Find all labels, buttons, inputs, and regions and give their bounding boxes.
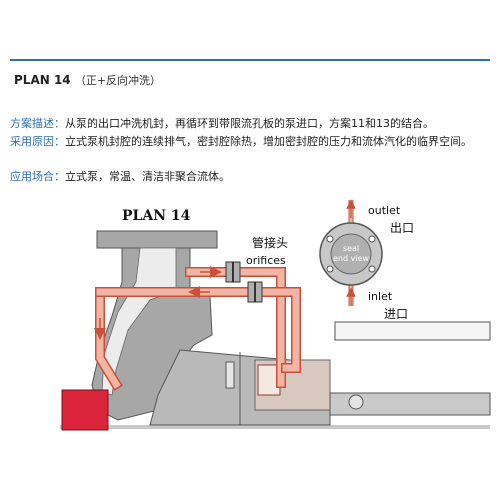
application-key: 应用场合：	[10, 170, 65, 183]
inlet-en-label: inlet	[368, 290, 393, 303]
header-divider	[10, 59, 490, 61]
outlet-en-label: outlet	[368, 204, 401, 217]
orifice-fitting	[247, 281, 263, 303]
plan-subtitle: （正+反向冲洗）	[74, 74, 162, 87]
discharge-flange	[96, 230, 218, 249]
orifice-fitting	[225, 261, 241, 283]
reason-line: 采用原因：立式泵机封腔的连续排气，密封腔除热，增加密封腔的压力和流体汽化的临界空…	[10, 133, 490, 150]
bolt-icon	[368, 265, 376, 273]
plan-title: PLAN 14	[14, 73, 71, 87]
reason-text: 立式泵机封腔的连续排气，密封腔除热，增加密封腔的压力和流体汽化的临界空间。	[65, 135, 472, 148]
bolt-icon	[326, 265, 334, 273]
description-key: 方案描述：	[10, 117, 65, 130]
page-title: PLAN 14 （正+反向冲洗）	[14, 72, 161, 88]
pump-base-plate	[60, 425, 490, 429]
shaft-housing	[334, 321, 491, 341]
outlet-cn-label: 出口	[390, 221, 414, 235]
orifices-cn-label: 管接头	[252, 235, 288, 250]
orifices-en-label: orifices	[246, 254, 286, 267]
pump-shaft	[329, 392, 491, 416]
pump-inlet-red	[61, 389, 109, 431]
inlet-cn-label: 进口	[384, 307, 408, 321]
application-text: 立式泵，常温、清洁非聚合流体。	[65, 170, 230, 183]
diagram-plan-label: PLAN 14	[122, 208, 191, 224]
seal-end-view-label: seal	[343, 244, 359, 253]
reason-key: 采用原因：	[10, 135, 65, 148]
description-line: 方案描述：从泵的出口冲洗机封，再循环到带限流孔板的泵进口，方案11和13的结合。	[10, 115, 490, 132]
seal-end-view-inner	[330, 233, 372, 275]
description-text: 从泵的出口冲洗机封，再循环到带限流孔板的泵进口，方案11和13的结合。	[65, 117, 434, 130]
bolt-icon	[326, 235, 334, 243]
application-line: 应用场合：立式泵，常温、清洁非聚合流体。	[10, 168, 490, 185]
vent-spring	[225, 361, 235, 389]
seal-end-view-label: end view	[333, 254, 369, 263]
bearing	[348, 394, 364, 410]
bolt-icon	[368, 235, 376, 243]
